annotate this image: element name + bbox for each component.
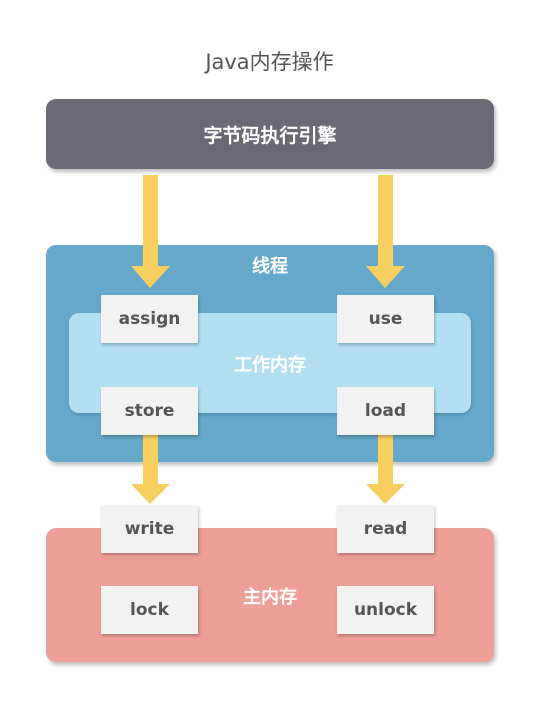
op-store: store [101, 387, 198, 435]
op-use-label: use [368, 309, 403, 329]
op-load: load [337, 387, 434, 435]
op-load-label: load [364, 401, 407, 421]
op-assign-label: assign [118, 309, 181, 329]
working-memory-label: 工作内存 [234, 355, 306, 376]
thread-label: 线程 [252, 256, 288, 277]
op-lock-label: lock [130, 600, 169, 620]
op-store-label: store [124, 401, 175, 421]
op-unlock: unlock [337, 586, 434, 634]
bytecode-engine-label: 字节码执行引擎 [203, 124, 337, 147]
op-use: use [337, 295, 434, 343]
op-lock: lock [101, 586, 198, 634]
op-assign: assign [101, 295, 198, 343]
bytecode-engine-box: 字节码执行引擎 [46, 99, 494, 169]
main-memory-label: 主内存 [243, 587, 297, 608]
op-write-label: write [124, 519, 175, 539]
diagram-title: Java内存操作 [205, 50, 334, 74]
op-unlock-label: unlock [353, 600, 418, 620]
op-write: write [101, 505, 198, 553]
op-read: read [337, 505, 434, 553]
op-read-label: read [363, 519, 408, 539]
